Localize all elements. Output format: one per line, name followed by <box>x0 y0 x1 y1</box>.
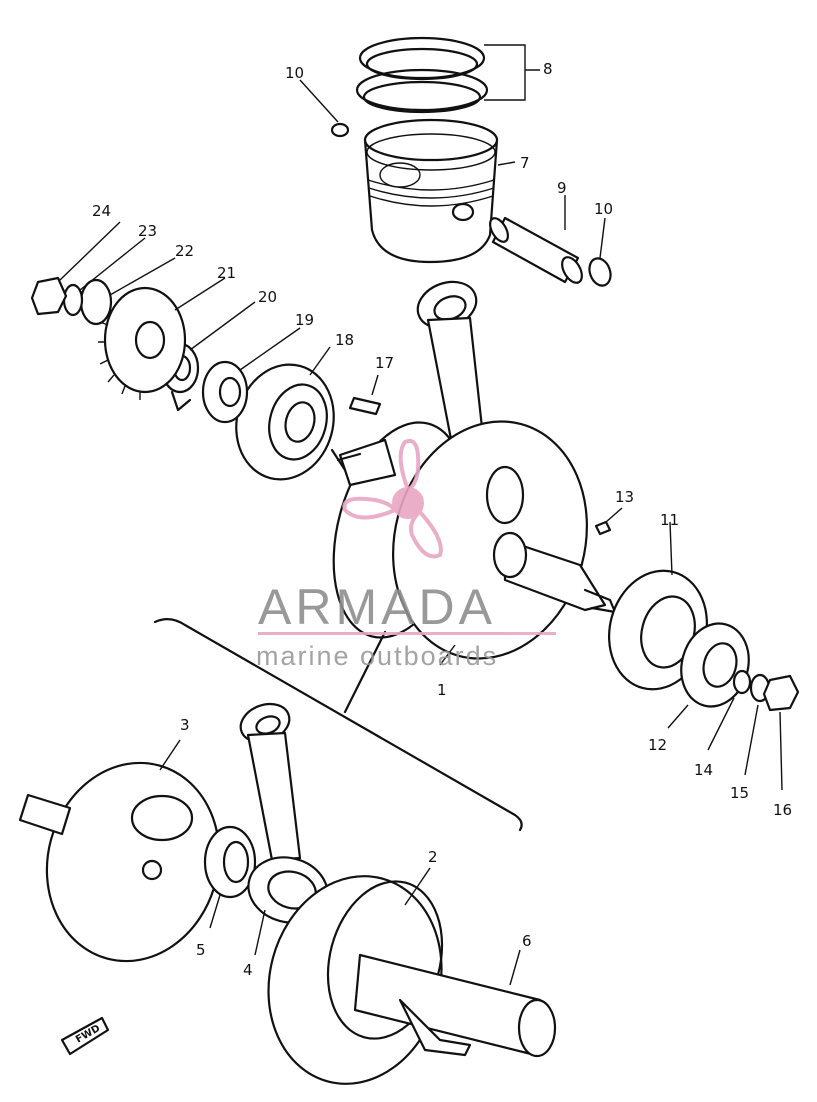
label-part-7: 7 <box>520 154 530 172</box>
piston <box>363 118 499 264</box>
lock-washer <box>62 283 84 317</box>
label-part-22: 22 <box>175 242 194 260</box>
watermark-tagline: marine outboards <box>256 641 498 671</box>
label-part-13: 13 <box>615 488 634 506</box>
spacer-gear <box>79 278 113 326</box>
label-part-10-lower: 10 <box>594 200 613 218</box>
propeller-logo <box>342 438 443 559</box>
label-part-11: 11 <box>660 511 679 529</box>
label-part-19: 19 <box>295 311 314 329</box>
label-part-12: 12 <box>648 736 667 754</box>
watermark-brand: ARMADA <box>258 579 496 635</box>
label-part-24: 24 <box>92 202 111 220</box>
label-part-3: 3 <box>180 716 190 734</box>
label-part-2: 2 <box>428 848 438 866</box>
label-part-17: 17 <box>375 354 394 372</box>
pinion-gear <box>201 360 249 424</box>
label-part-15: 15 <box>730 784 749 802</box>
label-part-14: 14 <box>694 761 713 779</box>
circlip-lower <box>588 257 612 287</box>
assembly-bracket <box>153 618 523 832</box>
woodruff-key <box>348 396 382 416</box>
forward-arrow: FWD <box>60 1016 110 1056</box>
label-part-5: 5 <box>196 941 206 959</box>
bracket-leader <box>343 630 387 714</box>
watermark: ARMADA marine outboards <box>256 438 556 671</box>
label-part-23: 23 <box>138 222 157 240</box>
label-part-6: 6 <box>522 932 532 950</box>
leader-lines <box>59 44 783 986</box>
label-part-21: 21 <box>217 264 236 282</box>
connecting-rod-assembled <box>416 280 487 462</box>
label-part-20: 20 <box>258 288 277 306</box>
part-labels: 1 2 3 4 5 6 7 8 9 10 10 11 12 13 14 15 1… <box>92 60 792 979</box>
label-part-10-upper: 10 <box>285 64 304 82</box>
crankshaft-assembly <box>330 420 617 660</box>
crank-pin <box>353 953 557 1058</box>
label-part-9: 9 <box>557 179 567 197</box>
label-part-4: 4 <box>243 961 253 979</box>
label-part-16: 16 <box>773 801 792 819</box>
connecting-rod <box>239 702 329 924</box>
needle-bearing <box>203 825 257 899</box>
left-nut <box>30 276 68 316</box>
right-nut <box>762 674 800 712</box>
right-washer <box>732 669 752 695</box>
circlip-upper <box>330 122 350 138</box>
label-part-18: 18 <box>335 331 354 349</box>
woodruff-key-right <box>594 520 612 536</box>
piston-rings <box>355 36 489 114</box>
label-part-1: 1 <box>437 681 447 699</box>
label-part-8: 8 <box>543 60 553 78</box>
piston-pin <box>489 216 583 284</box>
watermark-divider <box>258 632 556 635</box>
